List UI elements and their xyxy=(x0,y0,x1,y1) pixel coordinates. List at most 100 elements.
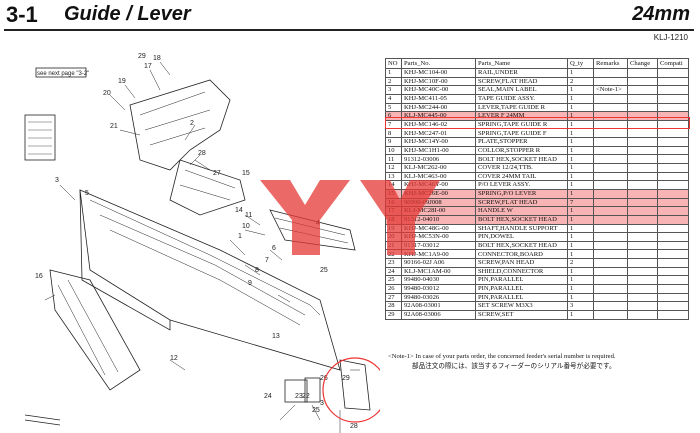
table-cell: 1 xyxy=(567,309,594,320)
table-cell: TAPE GUIDE ASSY. xyxy=(475,93,568,104)
table-cell: KHJ-MC411-05 xyxy=(401,93,476,104)
table-cell: BOLT HEX,SOCKET HEAD xyxy=(475,214,568,225)
table-cell: SPRING,P/O LEVER xyxy=(475,188,568,199)
table-cell: SPRING,TAPE GUIDE F xyxy=(475,128,568,139)
table-cell: P/O LEVER ASSY. xyxy=(475,180,568,190)
table-cell xyxy=(657,240,689,251)
table-cell: RAIL,UNDER xyxy=(475,68,568,78)
callout-29: 29 xyxy=(138,53,146,60)
callout-24: 24 xyxy=(264,393,272,400)
table-cell xyxy=(593,93,628,104)
callout-14: 14 xyxy=(235,207,243,214)
table-cell xyxy=(593,240,628,251)
table-cell: KHJ-MC1H1-00 xyxy=(401,145,476,156)
table-cell: 21 xyxy=(385,240,402,251)
table-cell xyxy=(627,232,658,242)
table-cell: KHJ-MC244-00 xyxy=(401,102,476,113)
table-cell: 2 xyxy=(567,76,594,87)
section-number: 3-1 xyxy=(6,2,38,27)
callout-20: 20 xyxy=(103,90,111,97)
table-cell: 91312-04010 xyxy=(401,214,476,225)
table-cell: 99480-03012 xyxy=(401,284,476,294)
callout-12: 12 xyxy=(170,355,178,362)
table-cell: <Note-1> xyxy=(593,85,628,95)
table-cell xyxy=(657,68,689,78)
table-cell xyxy=(657,309,689,320)
table-cell: KHJ-MC14Y-00 xyxy=(401,137,476,147)
table-cell xyxy=(657,102,689,113)
table-cell: 1 xyxy=(567,188,594,199)
table-cell xyxy=(627,197,658,208)
table-cell xyxy=(627,258,658,268)
table-cell: 1 xyxy=(567,284,594,294)
table-cell xyxy=(627,266,658,277)
table-cell xyxy=(627,309,658,320)
table-cell xyxy=(627,188,658,199)
section-title: Guide / Lever xyxy=(64,3,191,25)
table-cell: 10 xyxy=(385,145,402,156)
table-cell xyxy=(627,171,658,182)
callout-28b: 28 xyxy=(350,423,358,430)
table-cell xyxy=(627,180,658,190)
table-cell: 9 xyxy=(385,137,402,147)
table-cell xyxy=(593,275,628,285)
table-cell: KHJ-MC247-01 xyxy=(401,128,476,139)
table-cell: COVER 12/24,TTB. xyxy=(475,163,568,173)
table-cell xyxy=(593,197,628,208)
table-cell xyxy=(627,93,658,104)
row-6-highlight-box xyxy=(385,117,690,129)
table-cell: 1 xyxy=(567,68,594,78)
table-cell: 18 xyxy=(385,214,402,225)
table-cell xyxy=(657,188,689,199)
table-cell xyxy=(593,145,628,156)
table-cell: KLJ-MC463-00 xyxy=(401,171,476,182)
table-cell xyxy=(593,266,628,277)
table-cell: KHJ-MC1A9-00 xyxy=(401,249,476,260)
table-cell: COVER 24MM TAIL xyxy=(475,171,568,182)
table-cell: 1 xyxy=(567,223,594,234)
table-cell xyxy=(627,275,658,285)
table-cell xyxy=(593,223,628,234)
table-cell: 1 xyxy=(567,102,594,113)
po-lever xyxy=(169,159,246,216)
table-cell: 91312-03006 xyxy=(401,154,476,165)
table-cell xyxy=(627,214,658,225)
table-cell xyxy=(627,102,658,113)
callout-11: 11 xyxy=(245,212,252,219)
table-cell xyxy=(657,284,689,294)
note-1-en: <Note-1> In case of your parts order, th… xyxy=(388,353,616,360)
table-cell xyxy=(593,128,628,139)
table-cell: 92A08-03006 xyxy=(401,309,476,320)
table-cell: 19 xyxy=(385,223,402,234)
table-cell: 14 xyxy=(385,180,402,190)
table-cell: 3 xyxy=(567,301,594,311)
table-cell: PIN,PARALLEL xyxy=(475,275,568,285)
table-cell xyxy=(593,309,628,320)
table-cell: SHIELD,CONNECTOR xyxy=(475,266,568,277)
table-cell: 15 xyxy=(385,188,402,199)
table-cell xyxy=(593,232,628,242)
table-cell xyxy=(657,275,689,285)
table-cell: BOLT HEX,SOCKET HEAD xyxy=(475,154,568,165)
tail-cover xyxy=(339,359,371,411)
table-cell: HANDLE W xyxy=(475,206,568,216)
table-cell: BOLT HEX,SOCKET HEAD xyxy=(475,240,568,251)
table-cell: 1 xyxy=(567,292,594,303)
table-cell: KHJ-MC46Y-00 xyxy=(401,180,476,190)
table-cell: 4 xyxy=(385,93,402,104)
table-cell: 23 xyxy=(385,258,402,268)
connector-shield xyxy=(304,377,321,403)
table-cell: 24 xyxy=(385,266,402,277)
header-rule xyxy=(4,29,694,31)
callout-21: 21 xyxy=(110,123,118,130)
